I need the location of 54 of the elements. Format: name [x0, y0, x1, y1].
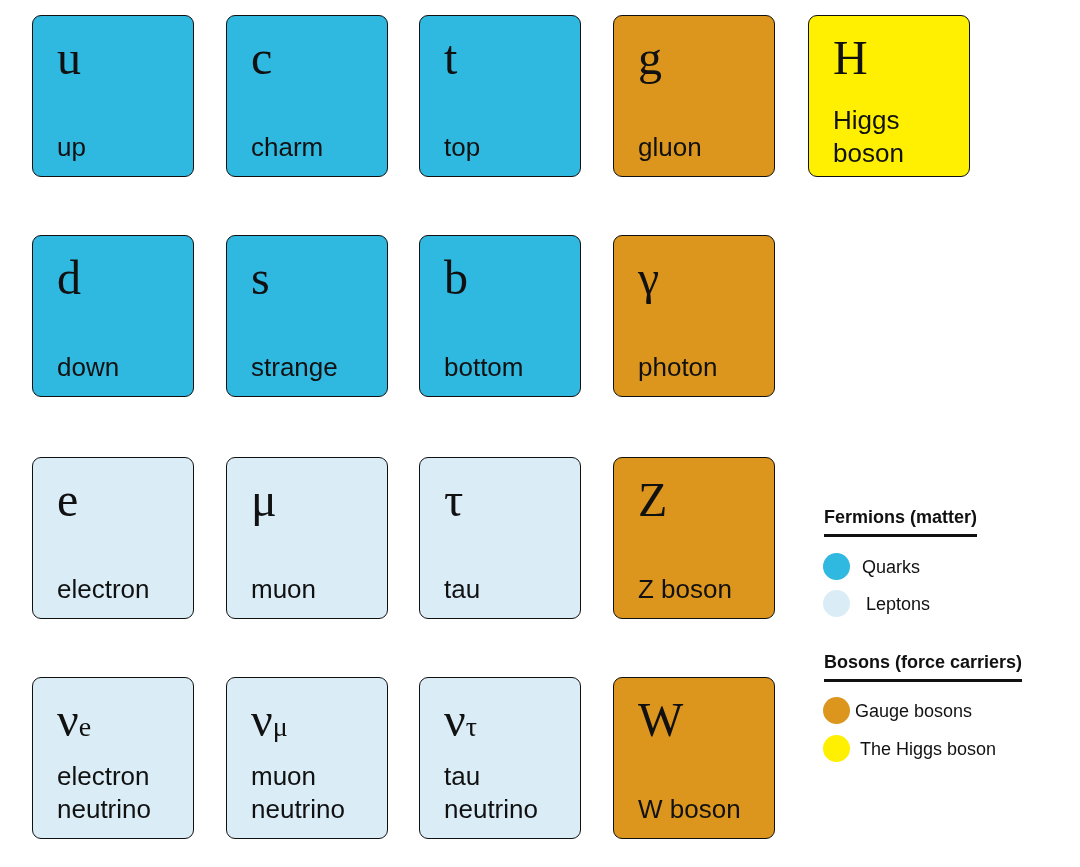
particle-symbol: μ: [251, 476, 277, 524]
particle-card: [419, 677, 581, 839]
particle-name: gluon: [638, 131, 703, 164]
particle-name: strange: [251, 351, 339, 384]
particle-symbol: u: [57, 34, 81, 82]
particle-name: electron neutrino: [57, 760, 152, 826]
particle-name: top: [444, 131, 482, 164]
particle-symbol: H: [833, 34, 868, 82]
particle-name: bottom: [444, 351, 525, 384]
particle-card: [419, 235, 581, 397]
particle-symbol: γ: [638, 254, 660, 302]
particle-name: charm: [251, 131, 325, 164]
particle-card: [32, 677, 194, 839]
particle-card: [226, 235, 388, 397]
particle-name: tau: [444, 573, 482, 606]
particle-card: [226, 457, 388, 619]
particle-card: [226, 15, 388, 177]
particle-symbol: s: [251, 254, 270, 302]
particle-name: photon: [638, 351, 719, 384]
particle-name: Z boson: [638, 573, 733, 606]
particle-name: electron: [57, 573, 151, 606]
particle-card: [613, 235, 775, 397]
particle-card: [32, 15, 194, 177]
legend-label: Quarks: [862, 557, 921, 578]
particle-card: [419, 15, 581, 177]
particle-card: [419, 457, 581, 619]
particle-name: tau neutrino: [444, 760, 539, 826]
legend-heading: Fermions (matter): [824, 507, 978, 537]
particle-card: [808, 15, 970, 177]
legend-heading: Bosons (force carriers): [824, 652, 1023, 682]
legend-label: The Higgs boson: [860, 739, 997, 760]
particle-symbol: c: [251, 34, 273, 82]
particle-symbol: Z: [638, 476, 668, 524]
particle-name: muon: [251, 573, 318, 606]
particle-name: down: [57, 351, 121, 384]
particle-card: [32, 457, 194, 619]
particle-name: up: [57, 131, 87, 164]
particle-symbol: b: [444, 254, 468, 302]
particle-symbol: d: [57, 254, 81, 302]
particle-symbol: g: [638, 34, 662, 82]
legend-label: Leptons: [866, 594, 931, 615]
particle-name: muon neutrino: [251, 760, 346, 826]
particle-name: Higgs boson: [833, 104, 905, 170]
particle-card: [613, 457, 775, 619]
particle-symbol: W: [638, 696, 684, 744]
particle-card: [32, 235, 194, 397]
legend-label: Gauge bosons: [855, 701, 973, 722]
particle-card: [613, 15, 775, 177]
particle-card: [226, 677, 388, 839]
particle-symbol: e: [57, 476, 79, 524]
particle-name: W boson: [638, 793, 742, 826]
particle-symbol: t: [444, 34, 458, 82]
particle-symbol: τ: [444, 476, 464, 524]
particle-card: [613, 677, 775, 839]
